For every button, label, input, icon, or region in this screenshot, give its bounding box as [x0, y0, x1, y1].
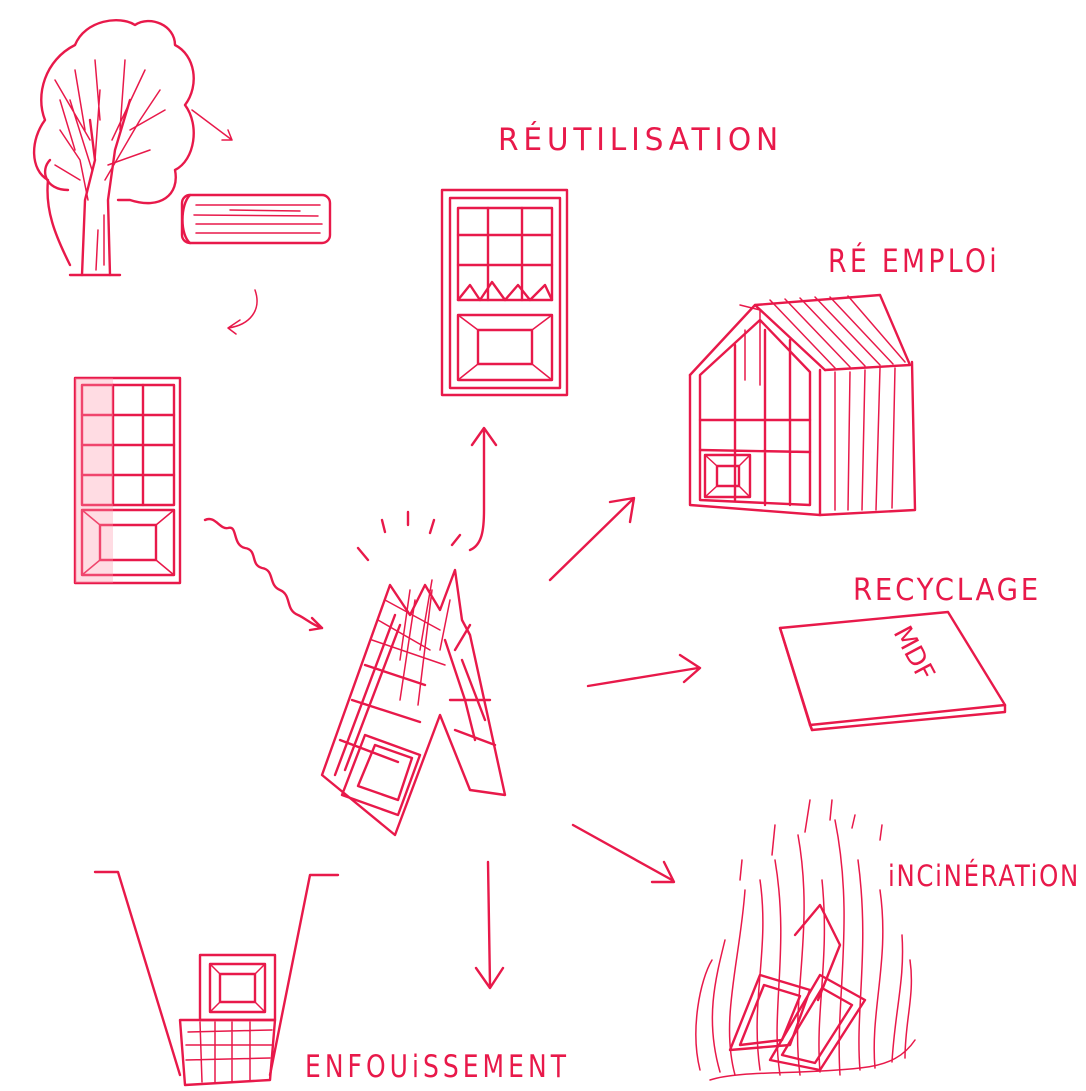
house-icon: [688, 293, 917, 517]
arrow-wavy: [203, 517, 324, 632]
label-reutilisation: RÉUTILISATION: [498, 122, 783, 158]
reutilisation-window-icon: [440, 188, 569, 397]
label-recyclage: RECYCLAGE: [853, 573, 1041, 608]
arrow-log-window: [227, 289, 258, 335]
window-icon: [73, 376, 182, 585]
tree-icon: [32, 18, 195, 277]
arrow-to-incineration: [571, 823, 676, 884]
label-enfouissement: ENFOUiSSEMENT: [305, 1049, 570, 1085]
broken-window-icon: [320, 510, 507, 837]
mdf-board-icon: MDF: [778, 610, 1007, 732]
label-reemploi: RÉ EMPLOi: [828, 242, 1000, 280]
pit-icon: [93, 870, 340, 1087]
arrow-to-recyclage: [586, 653, 702, 688]
label-incineration: iNCiNÉRATiON: [888, 859, 1080, 893]
arrow-to-reutilisation: [468, 426, 498, 552]
arrow-tree-log: [191, 109, 233, 141]
log-icon: [180, 193, 332, 245]
mdf-label: MDF: [887, 621, 940, 686]
fire-icon: [695, 799, 916, 1081]
arrow-to-reemploi: [548, 496, 636, 582]
arrow-to-enfouissement: [474, 860, 505, 990]
